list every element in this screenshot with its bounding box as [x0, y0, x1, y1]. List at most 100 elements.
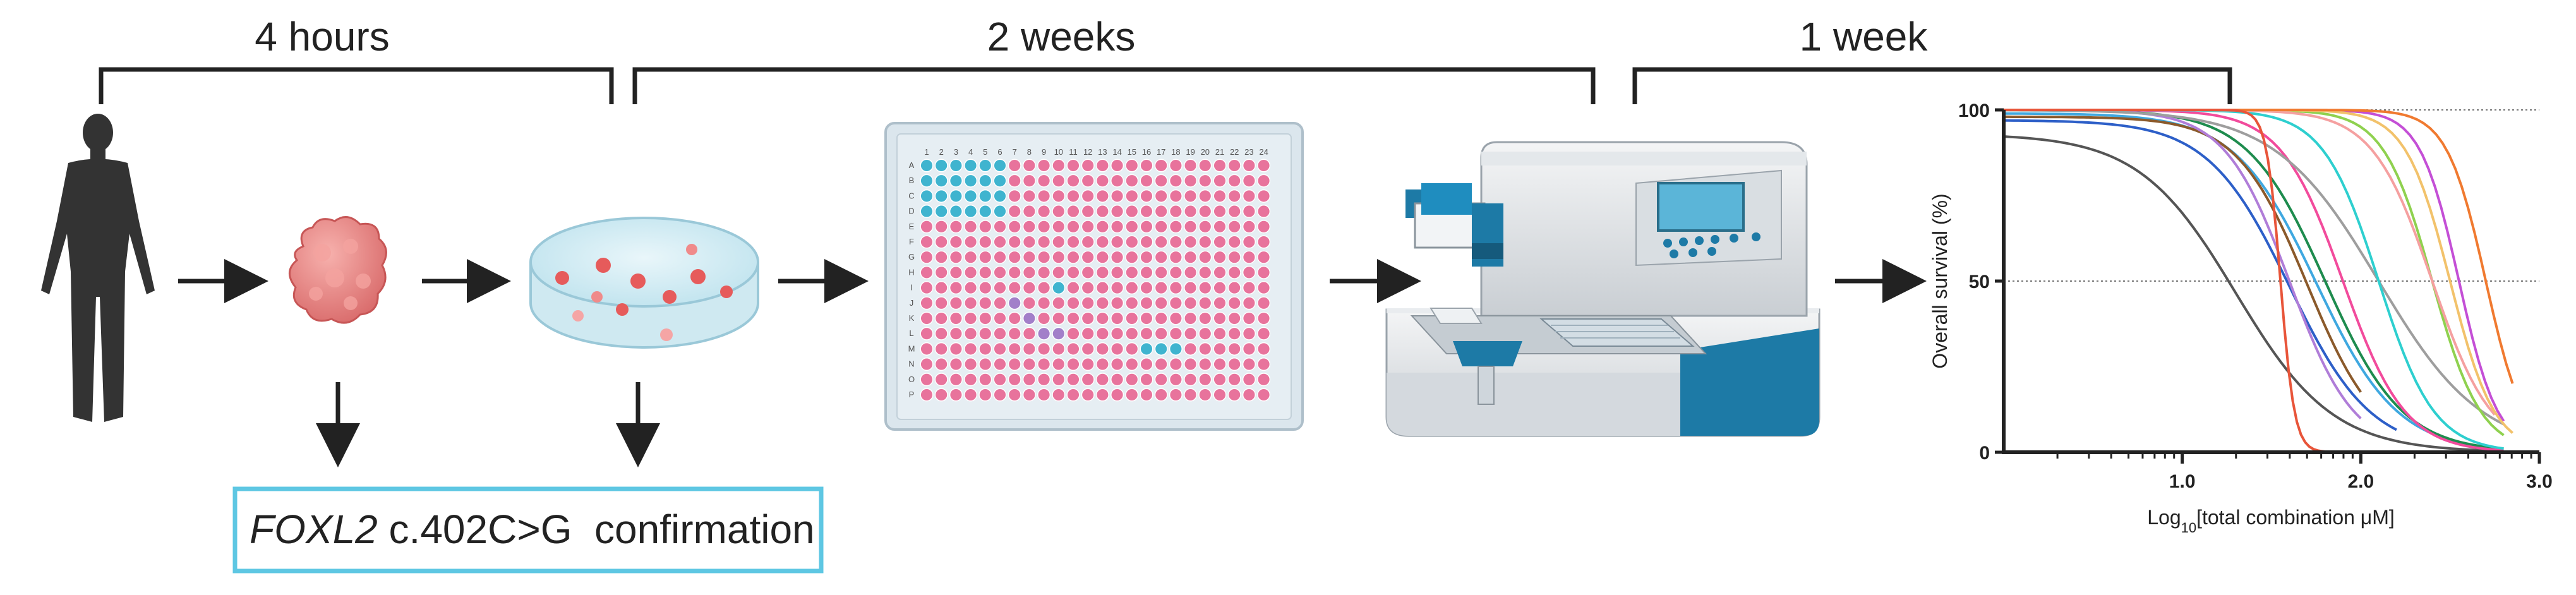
plate-well	[1125, 327, 1139, 340]
plate-well	[1169, 342, 1183, 356]
plate-well	[1095, 265, 1109, 279]
plate-well	[1213, 327, 1227, 340]
plate-well	[1213, 373, 1227, 387]
series-line-13	[2004, 109, 2513, 434]
plate-column-label: 7	[1013, 147, 1017, 157]
plate-well	[1184, 388, 1198, 402]
plate-well	[964, 189, 978, 203]
plate-well	[1184, 327, 1198, 340]
plate-well	[1169, 189, 1183, 203]
plate-well	[1081, 189, 1095, 203]
plate-well	[978, 174, 992, 188]
plate-well	[1154, 220, 1168, 234]
x-axis-title: Log10[total combination μM]	[2147, 506, 2395, 536]
plate-well	[949, 342, 963, 356]
plate-well	[1140, 265, 1153, 279]
plate-column-label: 1	[924, 147, 929, 157]
plate-well	[1198, 373, 1212, 387]
plate-well	[1184, 281, 1198, 295]
plate-well	[1095, 327, 1109, 340]
plate-well	[1125, 220, 1139, 234]
plate-well	[978, 205, 992, 219]
plate-well	[949, 388, 963, 402]
plate-well	[1037, 311, 1051, 325]
plate-well	[1257, 358, 1271, 371]
plate-well	[1125, 159, 1139, 172]
plate-well	[1184, 205, 1198, 219]
plate-well	[1066, 373, 1080, 387]
plate-well	[964, 220, 978, 234]
plate-well	[1257, 388, 1271, 402]
plate-well	[1110, 373, 1124, 387]
y-tick-label: 50	[1969, 272, 1990, 292]
plate-well	[934, 159, 948, 172]
plate-well	[1213, 174, 1227, 188]
plate-well	[1095, 205, 1109, 219]
plate-well	[1242, 327, 1256, 340]
plate-well	[1008, 250, 1021, 264]
plate-row-label: F	[909, 237, 914, 246]
plate-column-label: 11	[1069, 147, 1078, 157]
plate-well	[1052, 265, 1066, 279]
plate-well	[1110, 235, 1124, 249]
plate-row-label: D	[908, 207, 914, 216]
plate-well	[920, 327, 934, 340]
plate-well	[1227, 265, 1241, 279]
plate-well	[920, 311, 934, 325]
y-axis-title: Overall survival (%)	[1929, 193, 1951, 368]
plate-well	[1066, 159, 1080, 172]
plate-well	[949, 373, 963, 387]
plate-well	[1066, 281, 1080, 295]
plate-well	[1169, 281, 1183, 295]
plate-well	[1213, 250, 1227, 264]
plate-well	[1184, 250, 1198, 264]
timeline-bracket-3: 1 week	[1632, 14, 2232, 104]
timeline-bracket-2: 2 weeks	[632, 14, 1596, 104]
plate-well	[934, 342, 948, 356]
plate-well	[920, 296, 934, 310]
plate-well	[1110, 250, 1124, 264]
plate-well	[993, 220, 1007, 234]
plate-well	[1095, 311, 1109, 325]
plate-well	[1037, 235, 1051, 249]
plate-well	[1125, 174, 1139, 188]
mutation-label: c.402C>G confirmation	[378, 507, 815, 552]
plate-well	[934, 388, 948, 402]
plate-well	[1037, 250, 1051, 264]
plate-well	[1110, 159, 1124, 172]
plate-well	[1066, 265, 1080, 279]
plate-well	[1110, 265, 1124, 279]
plate-well	[949, 250, 963, 264]
plate-well	[1242, 373, 1256, 387]
plate-well	[949, 327, 963, 340]
plate-well	[1066, 250, 1080, 264]
plate-well	[1154, 159, 1168, 172]
y-tick-label: 100	[1958, 100, 1990, 121]
plate-well	[1095, 220, 1109, 234]
plate-well	[1154, 388, 1168, 402]
plate-well	[920, 189, 934, 203]
plate-well	[1213, 388, 1227, 402]
plate-well	[1066, 189, 1080, 203]
plate-well	[1125, 250, 1139, 264]
plate-well	[1110, 189, 1124, 203]
plate-well	[978, 159, 992, 172]
plate-well	[1213, 281, 1227, 295]
plate-well	[1052, 235, 1066, 249]
plate-well	[1154, 281, 1168, 295]
series-line-15	[2004, 109, 2334, 454]
plate-well	[1066, 174, 1080, 188]
plate-well	[1037, 265, 1051, 279]
plate-well	[978, 189, 992, 203]
plate-well	[1037, 189, 1051, 203]
plate-well	[920, 342, 934, 356]
plate-well	[1198, 358, 1212, 371]
plate-well	[1110, 220, 1124, 234]
plate-column-label: 17	[1157, 147, 1165, 157]
plate-well	[964, 296, 978, 310]
plate-well	[1008, 265, 1021, 279]
plate-well	[934, 220, 948, 234]
plate-well	[1052, 159, 1066, 172]
plate-well	[1257, 342, 1271, 356]
plate-well	[1154, 327, 1168, 340]
